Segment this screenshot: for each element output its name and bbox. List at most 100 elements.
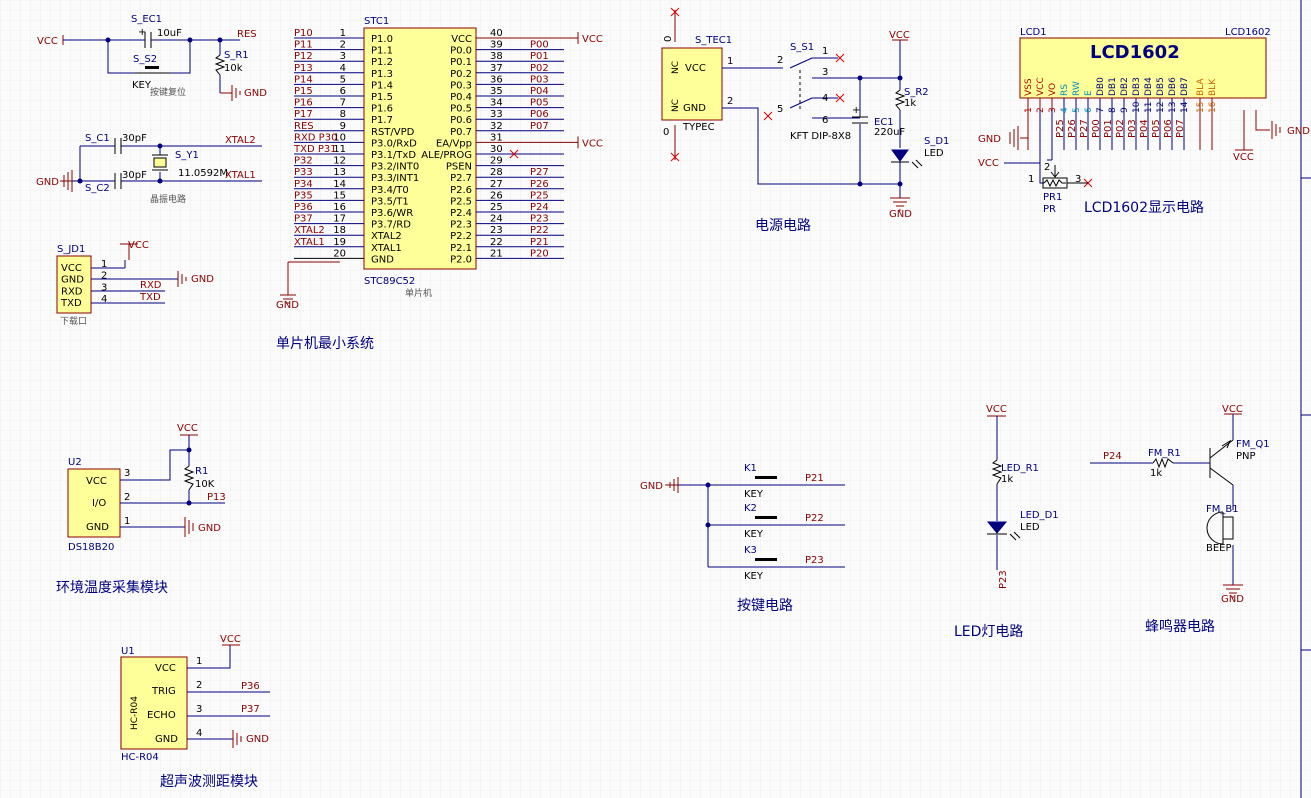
svg-text:VCC: VCC	[978, 158, 999, 169]
svg-text:I/O: I/O	[92, 498, 106, 509]
svg-text:LCD1602: LCD1602	[1090, 42, 1180, 63]
svg-text:TXD: TXD	[139, 292, 161, 303]
lcd-pin-name: DB1	[1108, 77, 1118, 96]
mcu-pin-name: PSEN	[446, 162, 472, 173]
lcd-pin-number: 2	[1036, 107, 1046, 113]
svg-text:1k: 1k	[1001, 474, 1013, 485]
svg-text:4: 4	[822, 93, 828, 104]
mcu-left-net-label: RXD P30	[294, 132, 337, 143]
svg-text:1k: 1k	[904, 98, 916, 109]
svg-text:VCC: VCC	[685, 63, 706, 74]
lcd-pin-number: 16	[1208, 101, 1218, 113]
reset-res-val: 10k	[224, 63, 243, 74]
svg-text:2: 2	[1044, 162, 1050, 173]
mcu-pin-name: P2.1	[450, 243, 472, 254]
lcd-pin-name: DB0	[1096, 77, 1106, 96]
svg-text:FM_R1: FM_R1	[1148, 448, 1181, 459]
svg-text:BEEP: BEEP	[1206, 543, 1232, 554]
svg-text:U2: U2	[68, 457, 82, 468]
mcu-right-net-label: P21	[530, 237, 549, 248]
mcu-pin-name: P2.3	[450, 220, 472, 231]
mcu-pin-number: 1	[340, 28, 346, 39]
mcu-pin-name: P0.7	[450, 127, 472, 138]
mcu-left-net-label: RES	[294, 121, 314, 132]
lcd-pin-number: 10	[1132, 101, 1142, 113]
mcu-pin-name: P1.2	[371, 57, 393, 68]
svg-text:10K: 10K	[195, 479, 215, 490]
svg-text:RXD: RXD	[140, 280, 162, 291]
svg-text:TYPEC: TYPEC	[682, 122, 715, 133]
svg-text:VCC: VCC	[1222, 404, 1243, 415]
reset-res-ref: S_R1	[224, 50, 249, 61]
svg-text:XTAL1: XTAL1	[225, 170, 256, 181]
mcu-pin-name: P2.0	[450, 254, 472, 265]
key-net-label: P21	[805, 473, 824, 484]
lcd-pin-name: DB4	[1144, 77, 1154, 96]
buzzer-circuit: VCC P24 FM_R1 1k FM_Q1 PNP FM_B1 BEEP GN…	[1090, 404, 1270, 605]
svg-text:GND: GND	[155, 734, 178, 745]
mcu-left-net-label: P12	[294, 51, 313, 62]
svg-text:GND: GND	[36, 177, 59, 188]
reset-key-val: KEY	[132, 80, 152, 91]
svg-text:1: 1	[822, 46, 828, 57]
svg-text:EC1: EC1	[874, 117, 894, 128]
key-switch-actuator	[755, 516, 777, 519]
lcd-net-label: P00	[1091, 119, 1102, 138]
mcu-right-net-label: P04	[530, 86, 549, 97]
mcu-pin-number: 39	[490, 40, 503, 51]
mcu-right-net-label: P05	[530, 98, 549, 109]
mcu-pin-name: P3.3/INT1	[371, 173, 419, 184]
mcu-pin-number: 23	[490, 225, 503, 236]
svg-text:GND: GND	[1221, 594, 1244, 605]
svg-text:1: 1	[1028, 174, 1034, 185]
lcd-net-label: P06	[1163, 119, 1174, 138]
mcu-pin-number: 13	[333, 167, 346, 178]
mcu-pin-name: P0.5	[450, 104, 472, 115]
lcd-pin-name: E	[1084, 90, 1094, 96]
mcu-pin-number: 36	[490, 74, 503, 85]
download-pin-number: 2	[101, 271, 107, 282]
title-power-circuit: 电源电路	[755, 218, 811, 234]
svg-text:STC1: STC1	[364, 16, 389, 27]
lcd-net-label: P01	[1103, 119, 1114, 138]
mcu-pin-number: 10	[333, 132, 346, 143]
svg-text:VCC: VCC	[86, 476, 107, 487]
svg-text:HC-R04: HC-R04	[121, 752, 159, 763]
mcu-pin-number: 19	[333, 237, 346, 248]
oscillator-circuit: GND S_C1 30pF S_C2 30pF S_Y1 11.0592M XT…	[36, 133, 262, 205]
svg-text:S_C2: S_C2	[85, 183, 110, 194]
mcu-pin-name: P0.0	[450, 46, 472, 57]
mcu-pin-number: 35	[490, 86, 503, 97]
svg-text:5: 5	[777, 104, 783, 115]
key-ref: K1	[744, 463, 757, 474]
svg-text:GND: GND	[978, 134, 1001, 145]
mcu-pin-number: 21	[490, 248, 503, 259]
mcu-left-net-label: P11	[294, 40, 313, 51]
download-pin-name: TXD	[60, 298, 82, 309]
mcu-pin-name: VCC	[451, 34, 472, 45]
mcu-pin-number: 9	[340, 121, 346, 132]
mcu-pin-number: 8	[340, 109, 346, 120]
key-net-label: P23	[805, 555, 824, 566]
svg-text:R1: R1	[195, 466, 208, 477]
mcu-pin-name: P2.2	[450, 231, 472, 242]
title-lcd-circuit: LCD1602显示电路	[1084, 200, 1204, 216]
svg-text:FM_B1: FM_B1	[1206, 504, 1239, 515]
svg-text:LED: LED	[1020, 522, 1040, 533]
svg-text:P36: P36	[241, 681, 260, 692]
lcd-pin-number: 12	[1156, 102, 1166, 113]
svg-text:S_S1: S_S1	[790, 42, 814, 53]
svg-text:2: 2	[196, 680, 202, 691]
key-switch-actuator	[755, 476, 777, 479]
mcu-left-net-label: P36	[294, 202, 313, 213]
mcu-pin-name: RST/VPD	[371, 127, 415, 138]
mcu-left-net-label: P35	[294, 190, 313, 201]
mcu-pin-number: 22	[490, 237, 503, 248]
svg-text:S_D1: S_D1	[924, 136, 949, 147]
svg-text:+: +	[852, 105, 860, 116]
svg-text:S_C1: S_C1	[85, 133, 110, 144]
mcu-right-net-label: P01	[530, 51, 549, 62]
svg-text:GND: GND	[86, 522, 109, 533]
download-pin-number: 4	[101, 294, 107, 305]
